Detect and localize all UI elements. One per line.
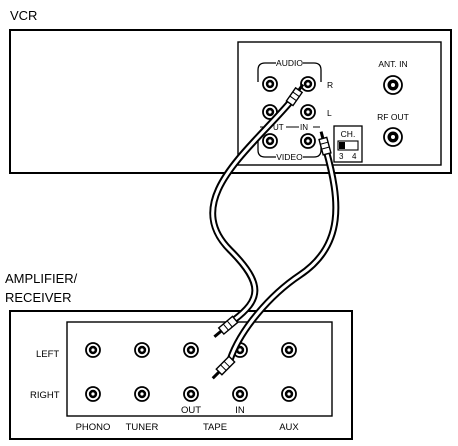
vcr-video-in-jack	[300, 133, 316, 149]
rf-out-jack-center	[391, 135, 395, 139]
tape-out-left-jack	[183, 342, 199, 358]
audio-bracket-right	[303, 62, 322, 82]
vcr-plug-1	[285, 83, 305, 107]
tape-out-label: OUT	[181, 405, 201, 416]
amp-title-line2: RECEIVER	[5, 290, 71, 305]
aux-label: AUX	[279, 422, 299, 433]
phono-label: PHONO	[76, 422, 111, 433]
amp-plug-2	[211, 355, 236, 380]
audio-cable-2	[226, 146, 340, 364]
vcr-video-out-jack	[262, 133, 278, 149]
phono-right-jack	[85, 386, 101, 402]
audio-cable-1	[209, 96, 296, 324]
vcr-plug-2	[318, 131, 332, 156]
audio-label: AUDIO	[276, 58, 303, 68]
vcr-audio-in-l-jack	[300, 104, 316, 120]
tuner-label: TUNER	[126, 422, 159, 433]
amp-plug-1	[213, 315, 239, 338]
right-label: RIGHT	[30, 390, 60, 401]
ant-in-label: ANT. IN	[378, 59, 407, 69]
ch-3-label: 3	[339, 152, 344, 161]
amp-rear-panel	[66, 321, 333, 417]
ch-switch-knob	[339, 142, 345, 149]
audio-bracket-left	[257, 62, 276, 82]
tape-out-right-jack	[183, 386, 199, 402]
out-label-bg	[272, 121, 286, 132]
ch-switch-slot	[337, 140, 359, 151]
video-label: VIDEO	[276, 152, 303, 162]
ant-in-jack-center	[391, 83, 395, 87]
aux-left-jack	[281, 342, 297, 358]
tape-in-right-jack	[232, 386, 248, 402]
vcr-audio-in-r-jack	[300, 76, 316, 92]
vcr-title: VCR	[10, 8, 37, 23]
tuner-right-jack	[134, 386, 150, 402]
in-label-bg	[299, 121, 313, 132]
l-label: L	[327, 108, 332, 118]
vcr-audio-out-r-jack	[262, 76, 278, 92]
rf-out-label: RF OUT	[377, 112, 409, 122]
video-bracket-left	[257, 140, 276, 158]
out-label: UT	[273, 123, 284, 132]
ch-label: CH.	[341, 129, 356, 139]
tape-label: TAPE	[203, 422, 227, 433]
video-bracket-right	[303, 140, 322, 158]
phono-left-jack	[85, 342, 101, 358]
in-label: IN	[300, 123, 308, 132]
left-label: LEFT	[36, 349, 59, 360]
ch-4-label: 4	[352, 152, 357, 161]
tuner-left-jack	[134, 342, 150, 358]
r-label: R	[327, 80, 333, 90]
tape-in-label: IN	[235, 405, 245, 416]
aux-right-jack	[281, 386, 297, 402]
amp-title-line1: AMPLIFIER/	[5, 271, 78, 286]
